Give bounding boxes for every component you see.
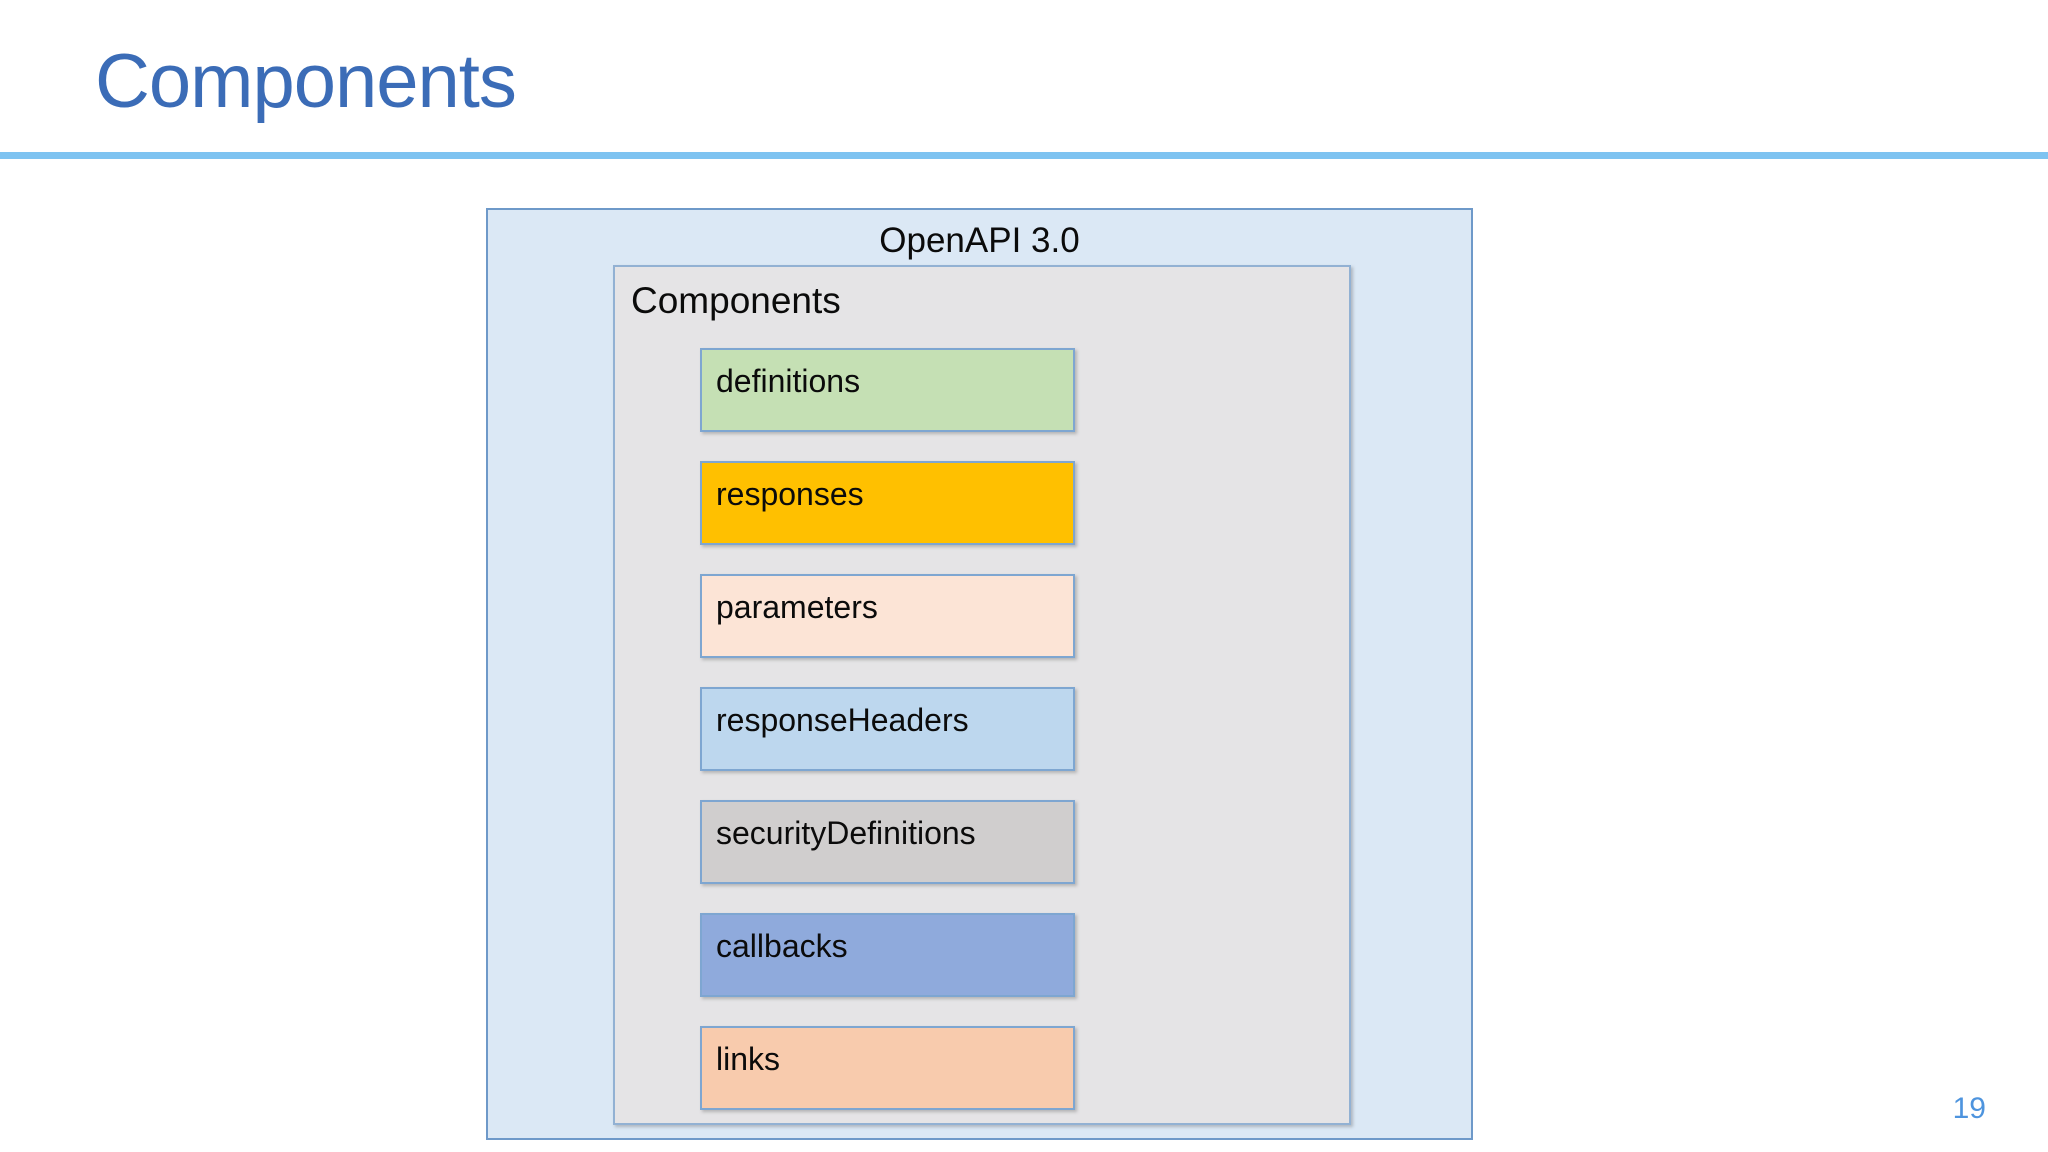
openapi-outer-box: OpenAPI 3.0 Components definitions respo… — [486, 208, 1473, 1140]
component-box-label: links — [716, 1041, 781, 1077]
page-number: 19 — [1952, 1092, 1986, 1125]
component-box-responseHeaders: responseHeaders — [700, 687, 1075, 771]
component-box-callbacks: callbacks — [700, 913, 1075, 997]
component-box-label: responses — [716, 476, 864, 512]
title-divider-rule — [0, 152, 2048, 159]
component-box-definitions: definitions — [700, 348, 1075, 432]
component-box-label: parameters — [716, 589, 878, 625]
slide-title: Components — [95, 39, 517, 124]
component-box-label: callbacks — [716, 928, 848, 964]
component-box-parameters: parameters — [700, 574, 1075, 658]
component-box-responses: responses — [700, 461, 1075, 545]
component-box-label: definitions — [716, 363, 861, 399]
component-box-label: securityDefinitions — [716, 815, 976, 851]
component-box-securityDefinitions: securityDefinitions — [700, 800, 1075, 884]
components-inner-box: Components definitions responses paramet… — [613, 265, 1351, 1125]
components-inner-box-label: Components — [631, 280, 841, 321]
component-box-links: links — [700, 1026, 1075, 1110]
openapi-outer-box-label: OpenAPI 3.0 — [879, 221, 1080, 260]
component-box-label: responseHeaders — [716, 702, 969, 738]
component-list: definitions responses parameters respons… — [700, 348, 1075, 1139]
